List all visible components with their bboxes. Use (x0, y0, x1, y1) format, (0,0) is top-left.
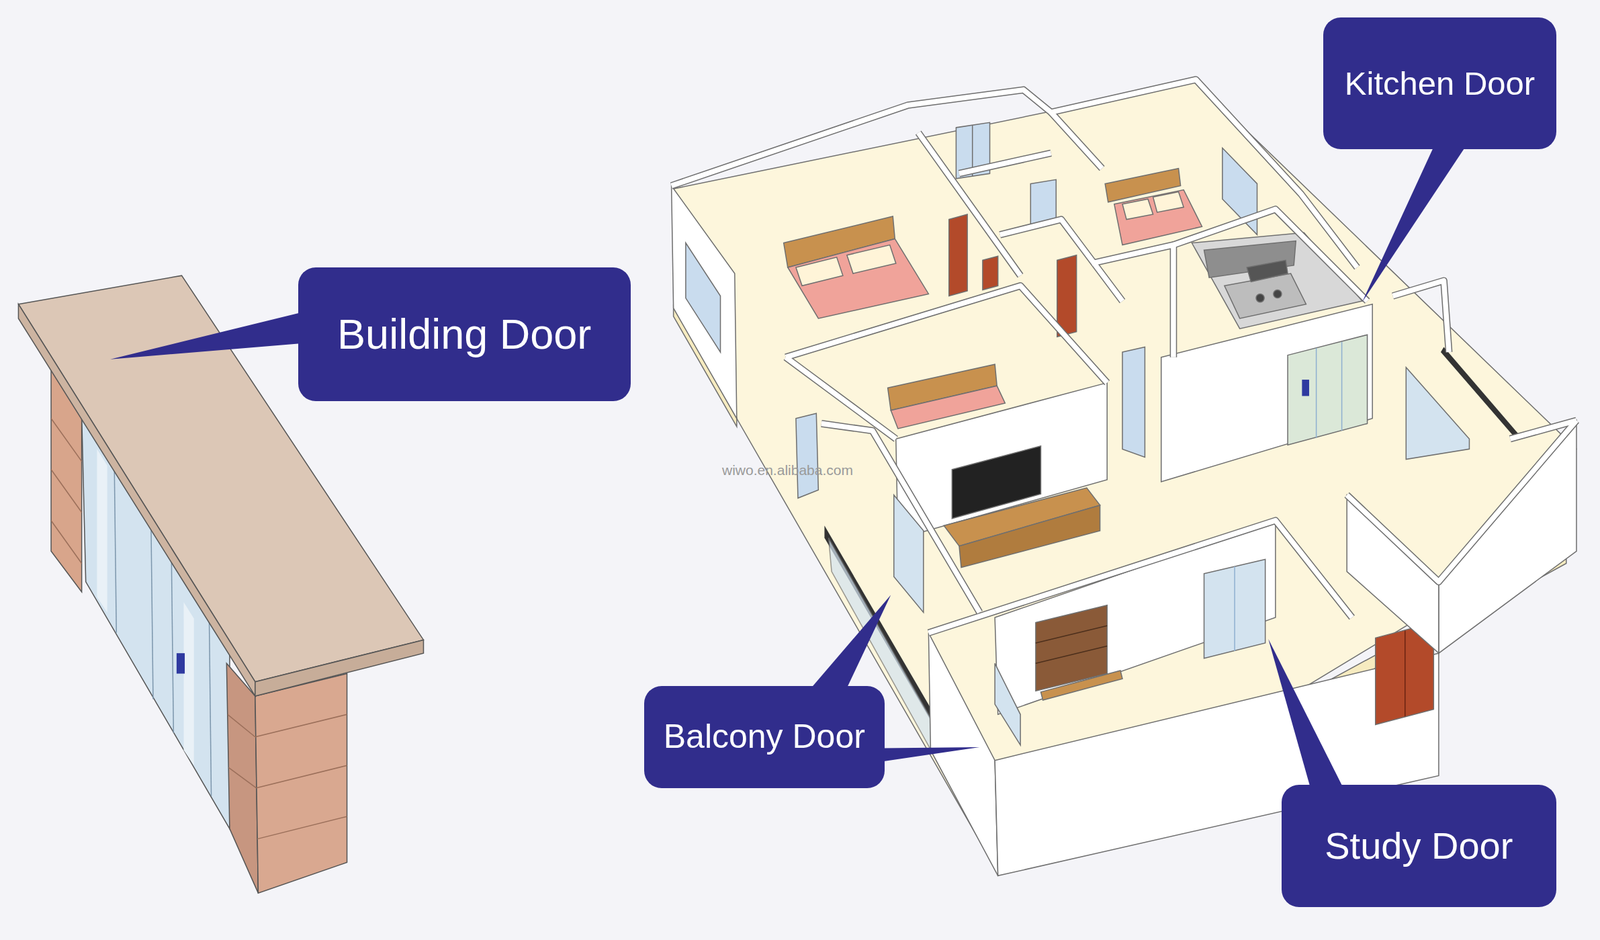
building-door-figure (228, 767, 256, 788)
apartment-figure (1173, 208, 1368, 301)
building-door-figure (255, 714, 348, 737)
apartment-figure (1040, 670, 1123, 700)
building-door-figure (51, 418, 82, 462)
apartment-figure (994, 520, 1276, 715)
apartment-figure (1153, 192, 1185, 213)
apartment-figure (821, 423, 980, 612)
apartment-figure (1224, 273, 1307, 319)
building-door-figure (184, 601, 195, 766)
apartment-figure (1173, 208, 1368, 301)
callout-box: Kitchen Door (1323, 17, 1556, 150)
apartment-figure (1440, 346, 1519, 437)
apartment-figure (1346, 495, 1439, 653)
apartment-figure (1438, 420, 1577, 653)
building-door-figure (18, 304, 255, 696)
apartment-figure (1273, 289, 1282, 298)
apartment-figure (1122, 198, 1154, 219)
building-door-figure (176, 652, 185, 674)
apartment-figure (928, 520, 1352, 633)
apartment-figure (1091, 245, 1174, 358)
apartment-figure (671, 79, 1577, 633)
apartment-figure (1030, 179, 1056, 225)
apartment-figure (821, 423, 980, 612)
building-door-figure (114, 467, 117, 633)
callout-label: Study Door (1324, 824, 1513, 868)
building-door-figure (226, 662, 258, 893)
apartment-figure (1256, 293, 1265, 302)
apartment-figure (1346, 420, 1577, 582)
apartment-figure (982, 255, 999, 290)
apartment-figure (671, 185, 737, 418)
apartment-figure (795, 257, 843, 287)
callout-tails (110, 310, 307, 359)
building-door-figure (208, 620, 211, 796)
apartment-figure (1161, 304, 1373, 482)
apartment-figure (671, 79, 1358, 267)
apartment-figure (918, 132, 1021, 276)
apartment-figure (959, 153, 1052, 174)
callout-label: Building Door (337, 309, 592, 359)
apartment-figure (787, 238, 929, 318)
apartment-figure (928, 520, 1352, 633)
apartment-figure (1051, 112, 1103, 169)
callout-tails (1362, 147, 1465, 303)
apartment-figure (1122, 346, 1145, 457)
building-door-figure (255, 673, 348, 894)
apartment-figure (847, 245, 897, 275)
building-door-figure (51, 520, 82, 564)
callout-box: Building Door (298, 267, 631, 402)
apartment-figure (785, 285, 1107, 383)
apartment-figure (685, 243, 721, 353)
apartment-figure (959, 505, 1101, 568)
apartment-figure (1287, 334, 1367, 445)
building-door-figure (51, 469, 82, 513)
building-door-figure (171, 558, 174, 733)
apartment-figure (795, 413, 819, 498)
building-door-figure (227, 714, 256, 737)
callout-label: Balcony Door (663, 717, 866, 757)
apartment-figure (1091, 245, 1174, 358)
apartment-figure (994, 662, 1021, 745)
building-door-figure (255, 765, 347, 788)
callout-tails (1268, 638, 1343, 787)
apartment-figure (671, 79, 1358, 267)
apartment-figure (1393, 280, 1450, 352)
callout-label: Kitchen Door (1344, 64, 1535, 103)
apartment-figure (1404, 630, 1406, 717)
watermark: wiwo.en.alibaba.com (722, 462, 854, 479)
apartment-figure (1035, 625, 1107, 643)
apartment-figure (1246, 259, 1288, 282)
callout-box: Balcony Door (644, 685, 886, 788)
apartment-figure (1204, 558, 1266, 658)
callout-box: Study Door (1281, 784, 1557, 907)
apartment-figure (785, 285, 1107, 383)
building-door-figure (151, 526, 154, 700)
apartment-figure (671, 79, 1577, 633)
apartment-figure (890, 385, 1005, 429)
apartment-figure (1035, 646, 1107, 664)
callout-tails (882, 746, 980, 762)
apartment-figure (949, 214, 968, 297)
apartment-figure (1315, 347, 1318, 438)
apartment-figure (1233, 566, 1236, 651)
building-door-figure (96, 448, 107, 612)
apartment-figure (1051, 112, 1103, 169)
building-door-figure (257, 816, 348, 839)
apartment-figure (1341, 341, 1343, 431)
apartment-figure (1346, 420, 1577, 582)
apartment-figure (928, 632, 998, 876)
apartment-figure (918, 132, 1021, 276)
apartment-figure (959, 153, 1052, 174)
apartment-figure (1057, 255, 1077, 338)
apartment-figure (1301, 379, 1310, 396)
callout-tails (811, 595, 891, 688)
building-door-figure (255, 639, 424, 696)
apartment-figure (1405, 367, 1470, 460)
apartment-figure (1393, 280, 1450, 352)
